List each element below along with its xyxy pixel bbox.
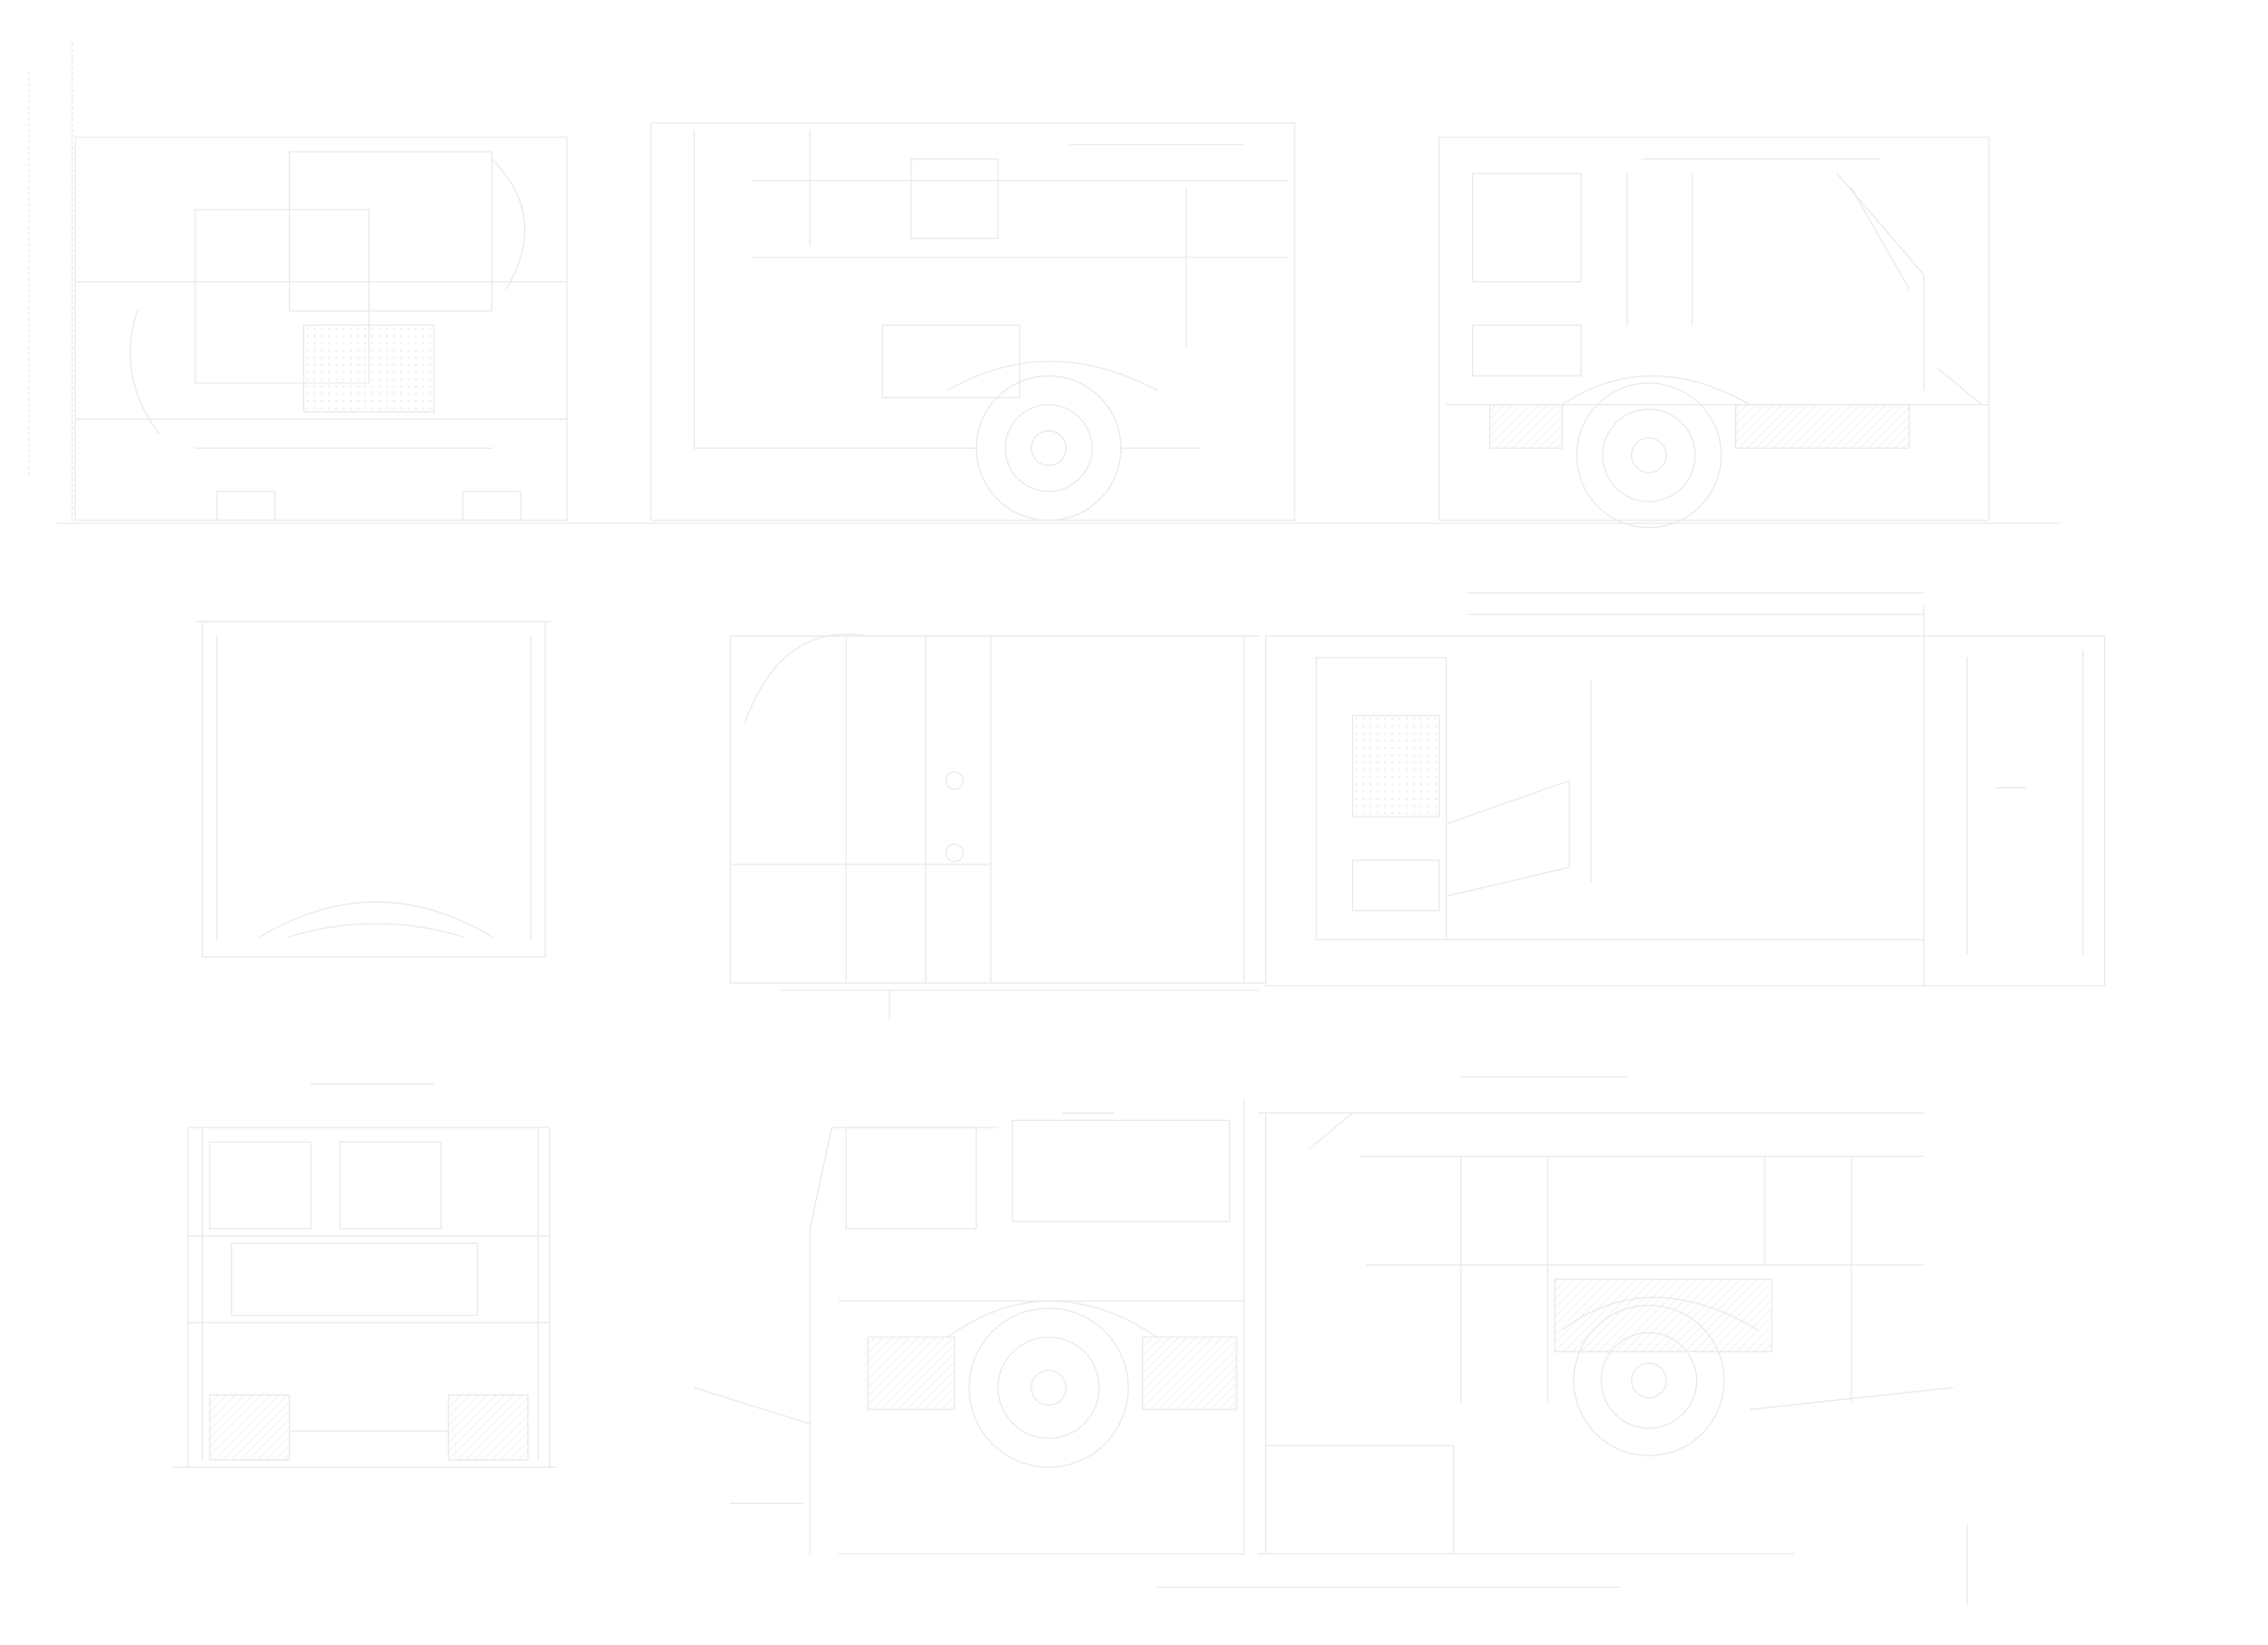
rear-elevation-top xyxy=(29,44,2061,524)
side-elevation-top xyxy=(651,123,1295,520)
rear-elevation-bottom xyxy=(174,1085,557,1468)
front-elevation-middle xyxy=(195,621,553,957)
side-elevation-bottom-left xyxy=(694,1099,1244,1554)
cabin-plan-middle xyxy=(1266,593,2105,986)
door-detail-middle xyxy=(730,634,1265,1019)
side-elevation-with-wheel-top xyxy=(1440,137,1990,528)
side-elevation-bottom-right xyxy=(1157,1077,1968,1605)
